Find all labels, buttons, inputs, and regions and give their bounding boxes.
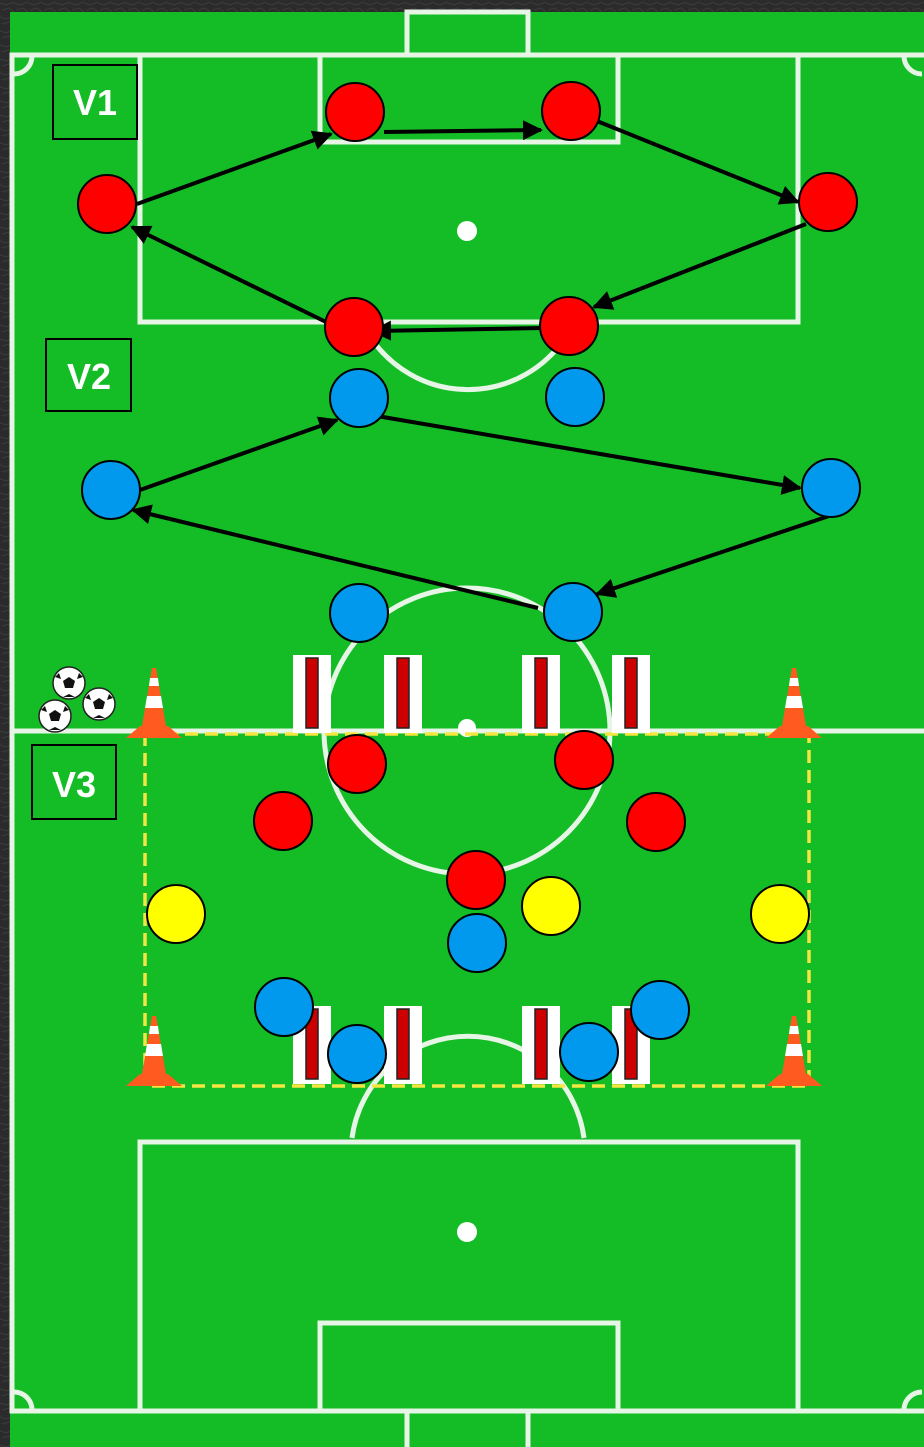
v1-arrow-6 [130,225,327,324]
mannequins [293,655,650,1084]
mannequin-bottom-3 [522,1006,560,1084]
player-red [324,297,384,357]
label-v2-text: V2 [67,356,111,397]
player-yellow [146,884,206,944]
player-red [325,82,385,142]
v2-passing-arrows [131,414,830,610]
player-red [554,730,614,790]
v1-arrow-2 [383,120,543,141]
player-blue [254,977,314,1037]
v3-blue-players [254,913,690,1084]
player-red [77,174,137,234]
corner-arc-tl [13,55,35,77]
v1-arrow-3 [571,109,800,205]
label-v3-text: V3 [52,764,96,805]
bottom-goal-box [317,1320,621,1414]
soccer-ball-icon [38,699,72,733]
label-v3: V3 [31,744,117,820]
v1-players [77,81,858,357]
bottom-penalty-spot [457,1222,477,1242]
top-penalty-spot [457,221,477,241]
v2-players [81,367,861,643]
cone-icon [126,1016,182,1086]
v1-arrow-1 [136,130,333,206]
player-yellow [750,884,810,944]
player-red [327,734,387,794]
player-red [626,792,686,852]
cone-icon [126,668,182,738]
soccer-ball-icon [52,666,86,700]
player-red [541,81,601,141]
player-blue [329,583,389,643]
player-blue [559,1022,619,1082]
v1-arrow-5 [371,320,543,341]
v2-arrow-3 [595,514,830,598]
v1-passing-arrows [130,109,807,341]
label-v2: V2 [45,338,132,412]
v2-arrow-1 [139,416,339,492]
player-red [446,850,506,910]
corner-arc-bl [13,1389,35,1411]
mannequin-top-1 [293,655,331,733]
balls [38,666,116,733]
cone-icon [766,668,822,738]
player-blue [801,458,861,518]
player-yellow [521,876,581,936]
soccer-ball-icon [82,687,116,721]
player-blue [447,913,507,973]
player-red [539,296,599,356]
player-blue [545,367,605,427]
mannequin-bottom-2 [384,1006,422,1084]
mannequin-top-4 [612,655,650,733]
v2-arrow-4 [131,504,539,610]
bottom-penalty-arc [349,1033,587,1139]
v1-arrow-4 [592,222,807,310]
corner-arc-br [901,1389,923,1411]
v2-arrow-2 [376,414,802,495]
player-red [798,172,858,232]
top-penalty-arc [368,336,568,393]
mannequin-top-2 [384,655,422,733]
player-blue [630,980,690,1040]
v3-yellow-players [146,876,810,944]
top-goal-box [317,52,621,145]
cones [126,668,822,1086]
pitch-markings [9,9,924,1447]
label-v1: V1 [52,64,138,140]
label-v1-text: V1 [73,82,117,123]
v3-red-players [253,730,686,910]
player-red [253,791,313,851]
player-blue [543,582,603,642]
cone-icon [766,1016,822,1086]
mannequin-top-3 [522,655,560,733]
player-blue [81,460,141,520]
player-blue [327,1024,387,1084]
corner-arc-tr [901,55,923,77]
player-blue [329,368,389,428]
